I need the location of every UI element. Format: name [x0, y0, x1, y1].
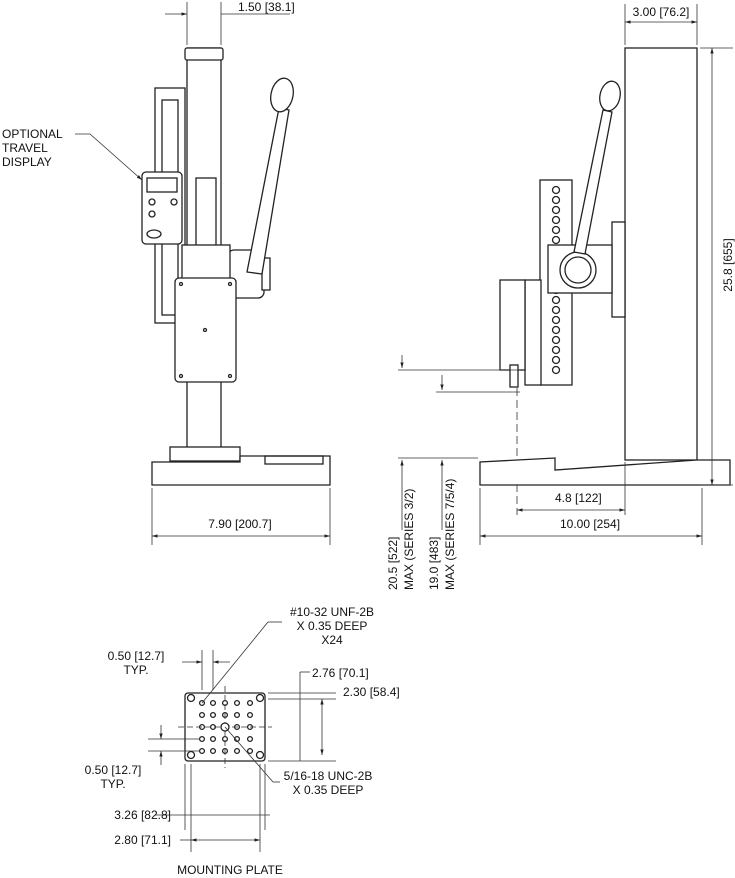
- dim-height-outer: 2.76 [70.1]: [312, 666, 369, 680]
- rack-roller: [551, 185, 561, 195]
- callout-line-1: OPTIONAL: [2, 127, 63, 141]
- thread-large-1: 5/16-18 UNC-2B: [284, 769, 373, 783]
- rack-roller: [551, 345, 561, 355]
- column-cap: [184, 47, 224, 61]
- thread-hole: [233, 747, 241, 755]
- pitch-y-typ: TYP.: [100, 777, 125, 791]
- corner-hole: [186, 693, 196, 703]
- base: [479, 457, 731, 486]
- corner-hole: [186, 750, 196, 760]
- probe-bracket: [499, 279, 526, 371]
- thread-hole: [209, 747, 217, 755]
- dim-width-outer: 3.26 [82.8]: [114, 808, 171, 822]
- rack-roller: [551, 205, 561, 215]
- thread-hole: [209, 735, 217, 743]
- dim-column-width: 3.00 [76.2]: [633, 5, 690, 19]
- dim-height: 25.8 [655]: [721, 238, 735, 291]
- dim-max-a: 20.5 [522]: [386, 537, 400, 590]
- dim-max-b: 19.0 [483]: [427, 537, 441, 590]
- dim-max-a-note: MAX (SERIES 3/2): [402, 489, 416, 590]
- thread-small-2: X 0.35 DEEP: [297, 619, 368, 633]
- thread-hole: [198, 711, 206, 719]
- mounting-plate: #10-32 UNF-2B X 0.35 DEEP X24 5/16-18 UN…: [85, 605, 400, 877]
- travel-display: [141, 171, 183, 245]
- lever: [246, 107, 290, 275]
- left-side-view: 1.50 [38.1] OPTIONAL TRAVEL DISPLAY 7.90…: [2, 0, 331, 545]
- dim-probe-offset: 4.8 [122]: [555, 491, 602, 505]
- dim-top-width: 1.50 [38.1]: [238, 0, 295, 14]
- rack-roller: [551, 315, 561, 325]
- rack-roller: [551, 305, 561, 315]
- thread-hole: [233, 711, 241, 719]
- dim-base-width: 7.90 [200.7]: [208, 517, 271, 531]
- rack-roller: [551, 195, 561, 205]
- callout-line-2: TRAVEL: [2, 141, 48, 155]
- thread-hole: [233, 699, 241, 707]
- thread-hole: [246, 711, 254, 719]
- corner-hole: [255, 750, 265, 760]
- rack-roller: [551, 355, 561, 365]
- lever-knob: [599, 80, 621, 112]
- dim-max-b-note: MAX (SERIES 7/5/4): [443, 479, 457, 590]
- callout-line-3: DISPLAY: [2, 155, 52, 169]
- pitch-x: 0.50 [12.7]: [108, 649, 165, 663]
- thread-hole: [233, 735, 241, 743]
- thread-hole: [246, 747, 254, 755]
- front-view: 3.00 [76.2] 25.8 [655] 4.8 [122] 10.00 […: [386, 4, 735, 590]
- dim-width-inner: 2.80 [71.1]: [114, 833, 171, 847]
- thread-small-3: X24: [321, 633, 343, 647]
- dim-height-inner: 2.30 [58.4]: [343, 685, 400, 699]
- thread-hole: [246, 735, 254, 743]
- mounting-plate-title: MOUNTING PLATE: [177, 863, 283, 877]
- corner-hole: [255, 693, 265, 703]
- rack-roller: [551, 215, 561, 225]
- rack-roller: [551, 325, 561, 335]
- thread-hole: [198, 699, 206, 707]
- rack-roller: [551, 335, 561, 345]
- thread-hole: [246, 699, 254, 707]
- column: [624, 47, 698, 461]
- thread-hole: [209, 711, 217, 719]
- lever: [573, 109, 613, 255]
- thread-large-2: X 0.35 DEEP: [293, 783, 364, 797]
- rack-roller: [551, 225, 561, 235]
- thread-hole: [209, 699, 217, 707]
- rack-roller: [551, 365, 561, 375]
- base: [151, 455, 331, 486]
- carriage-plate: [174, 277, 237, 383]
- pitch-x-typ: TYP.: [123, 663, 148, 677]
- rack-roller: [551, 295, 561, 305]
- rack-roller: [551, 235, 561, 245]
- thread-small-1: #10-32 UNF-2B: [290, 605, 374, 619]
- pitch-y: 0.50 [12.7]: [85, 763, 142, 777]
- dim-base-length: 10.00 [254]: [560, 517, 620, 531]
- lever-knob: [270, 77, 294, 113]
